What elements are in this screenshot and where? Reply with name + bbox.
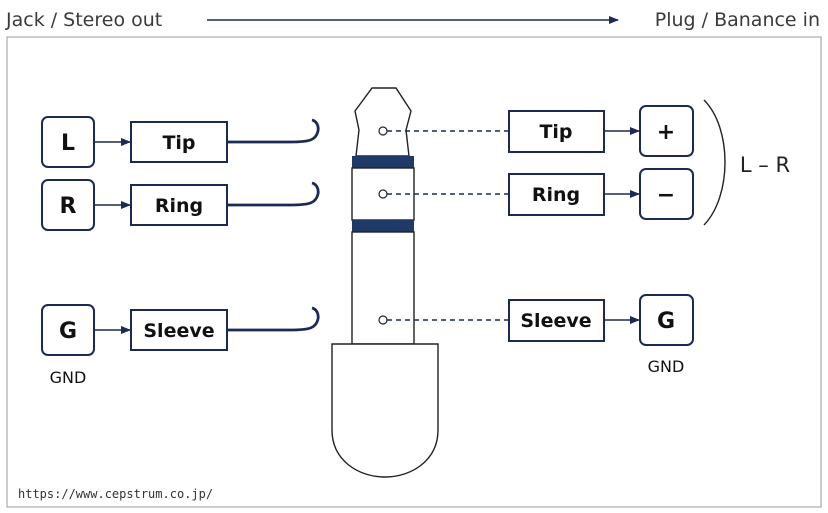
plug-symbol-box-minus [639, 168, 694, 220]
footer-url: https://www.cepstrum.co.jp/ [18, 487, 213, 501]
jack-wire-sleeve [227, 306, 320, 332]
plug-gnd-label: GND [648, 357, 685, 376]
plug-tip-contact [378, 126, 388, 136]
jack-row-left: L Tip [41, 116, 320, 168]
jack-letter-g: G [59, 319, 77, 344]
plug-insulator-band-2 [352, 220, 414, 232]
plug-signal-box-sleeve [508, 299, 605, 342]
jack-signal-label-sleeve: Sleeve [143, 320, 214, 342]
plug-symbol-box-g [639, 294, 694, 346]
plug-symbol-minus: − [657, 183, 675, 208]
plug-ring-contact [378, 189, 388, 199]
plug-row-tip: Tip + [387, 105, 694, 157]
differential-brace [703, 99, 726, 226]
plug-symbol-plus: + [657, 120, 675, 145]
differential-label: L – R [740, 153, 790, 177]
jack-letter-l: L [61, 131, 75, 156]
jack-row-right: R Ring [41, 179, 320, 231]
jack-signal-label-ring: Ring [155, 195, 203, 217]
plug-row-sleeve: Sleeve G GND [387, 294, 694, 376]
header-right-label: Plug / Banance in [655, 9, 820, 31]
jack-gnd-label: GND [50, 368, 87, 387]
plug-handle [331, 343, 439, 478]
plug-symbol-box-plus [639, 105, 694, 157]
jack-letter-r: R [60, 194, 77, 219]
plug-row-ring: Ring − [387, 168, 694, 220]
header-left-label: Jack / Stereo out [5, 9, 162, 31]
plug-tip [354, 87, 412, 157]
jack-wire-tip [227, 118, 320, 144]
jack-signal-box-sleeve [130, 309, 228, 351]
jack-row-ground: G Sleeve GND [41, 304, 320, 387]
plug-sleeve [351, 231, 415, 345]
plug-signal-label-sleeve: Sleeve [520, 310, 591, 332]
plug-symbol-g: G [657, 309, 675, 334]
plug-insulator-band-1 [352, 156, 414, 168]
diagram-frame [6, 36, 822, 508]
jack-wire-ring [227, 181, 320, 207]
trs-plug-illustration [331, 87, 439, 478]
plug-signal-box-tip [508, 110, 605, 153]
jack-signal-label-tip: Tip [162, 132, 195, 154]
plug-signal-label-ring: Ring [532, 184, 580, 206]
plug-signal-label-tip: Tip [539, 121, 572, 143]
plug-sleeve-contact [378, 315, 388, 325]
